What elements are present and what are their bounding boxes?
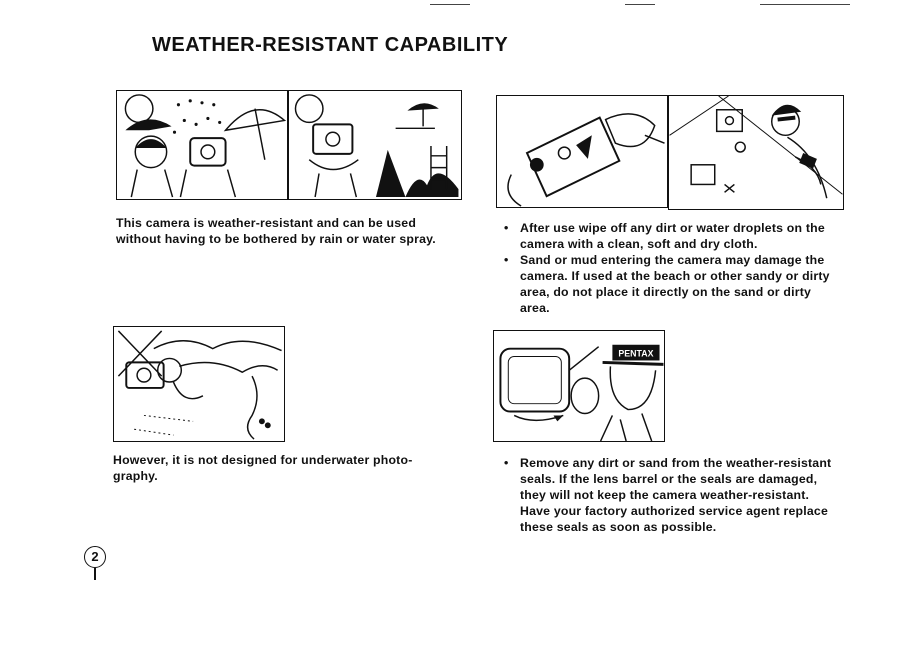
seals-illustration: PENTAX — [493, 330, 665, 442]
pentax-cap-logo: PENTAX — [618, 349, 653, 359]
wipe-scene-image — [507, 113, 665, 207]
beach-scene-image — [669, 96, 843, 199]
seals-bullets: Remove any dirt or sand from the weather… — [504, 455, 840, 535]
splash-illustration — [288, 90, 462, 200]
cleaning-bullets: After use wipe off any dirt or water dro… — [504, 220, 844, 316]
cleaning-bullet-1: After use wipe off any dirt or water dro… — [504, 220, 844, 252]
page-title: WEATHER-RESISTANT CAPABILITY — [152, 34, 509, 56]
splash-scene-image — [294, 94, 459, 198]
beach-illustration — [668, 95, 844, 210]
top-rule-1 — [430, 4, 470, 5]
rain-illustration — [116, 90, 288, 200]
underwater-caption: However, it is not designed for underwat… — [113, 453, 413, 483]
rain-caption: This camera is weather-resistant and can… — [116, 216, 436, 246]
seals-scene-image: PENTAX — [499, 344, 664, 441]
wipe-illustration — [496, 95, 668, 208]
page-number-tail — [94, 568, 96, 580]
underwater-illustration — [113, 326, 285, 442]
seals-bullet-1: Remove any dirt or sand from the weather… — [504, 455, 840, 535]
top-rule-2 — [625, 4, 655, 5]
page-number: 2 — [84, 546, 106, 568]
underwater-scene-image — [117, 330, 282, 440]
top-rule-3 — [760, 4, 850, 5]
cleaning-bullet-2: Sand or mud entering the camera may dama… — [504, 252, 844, 316]
rain-scene-image — [124, 94, 287, 198]
